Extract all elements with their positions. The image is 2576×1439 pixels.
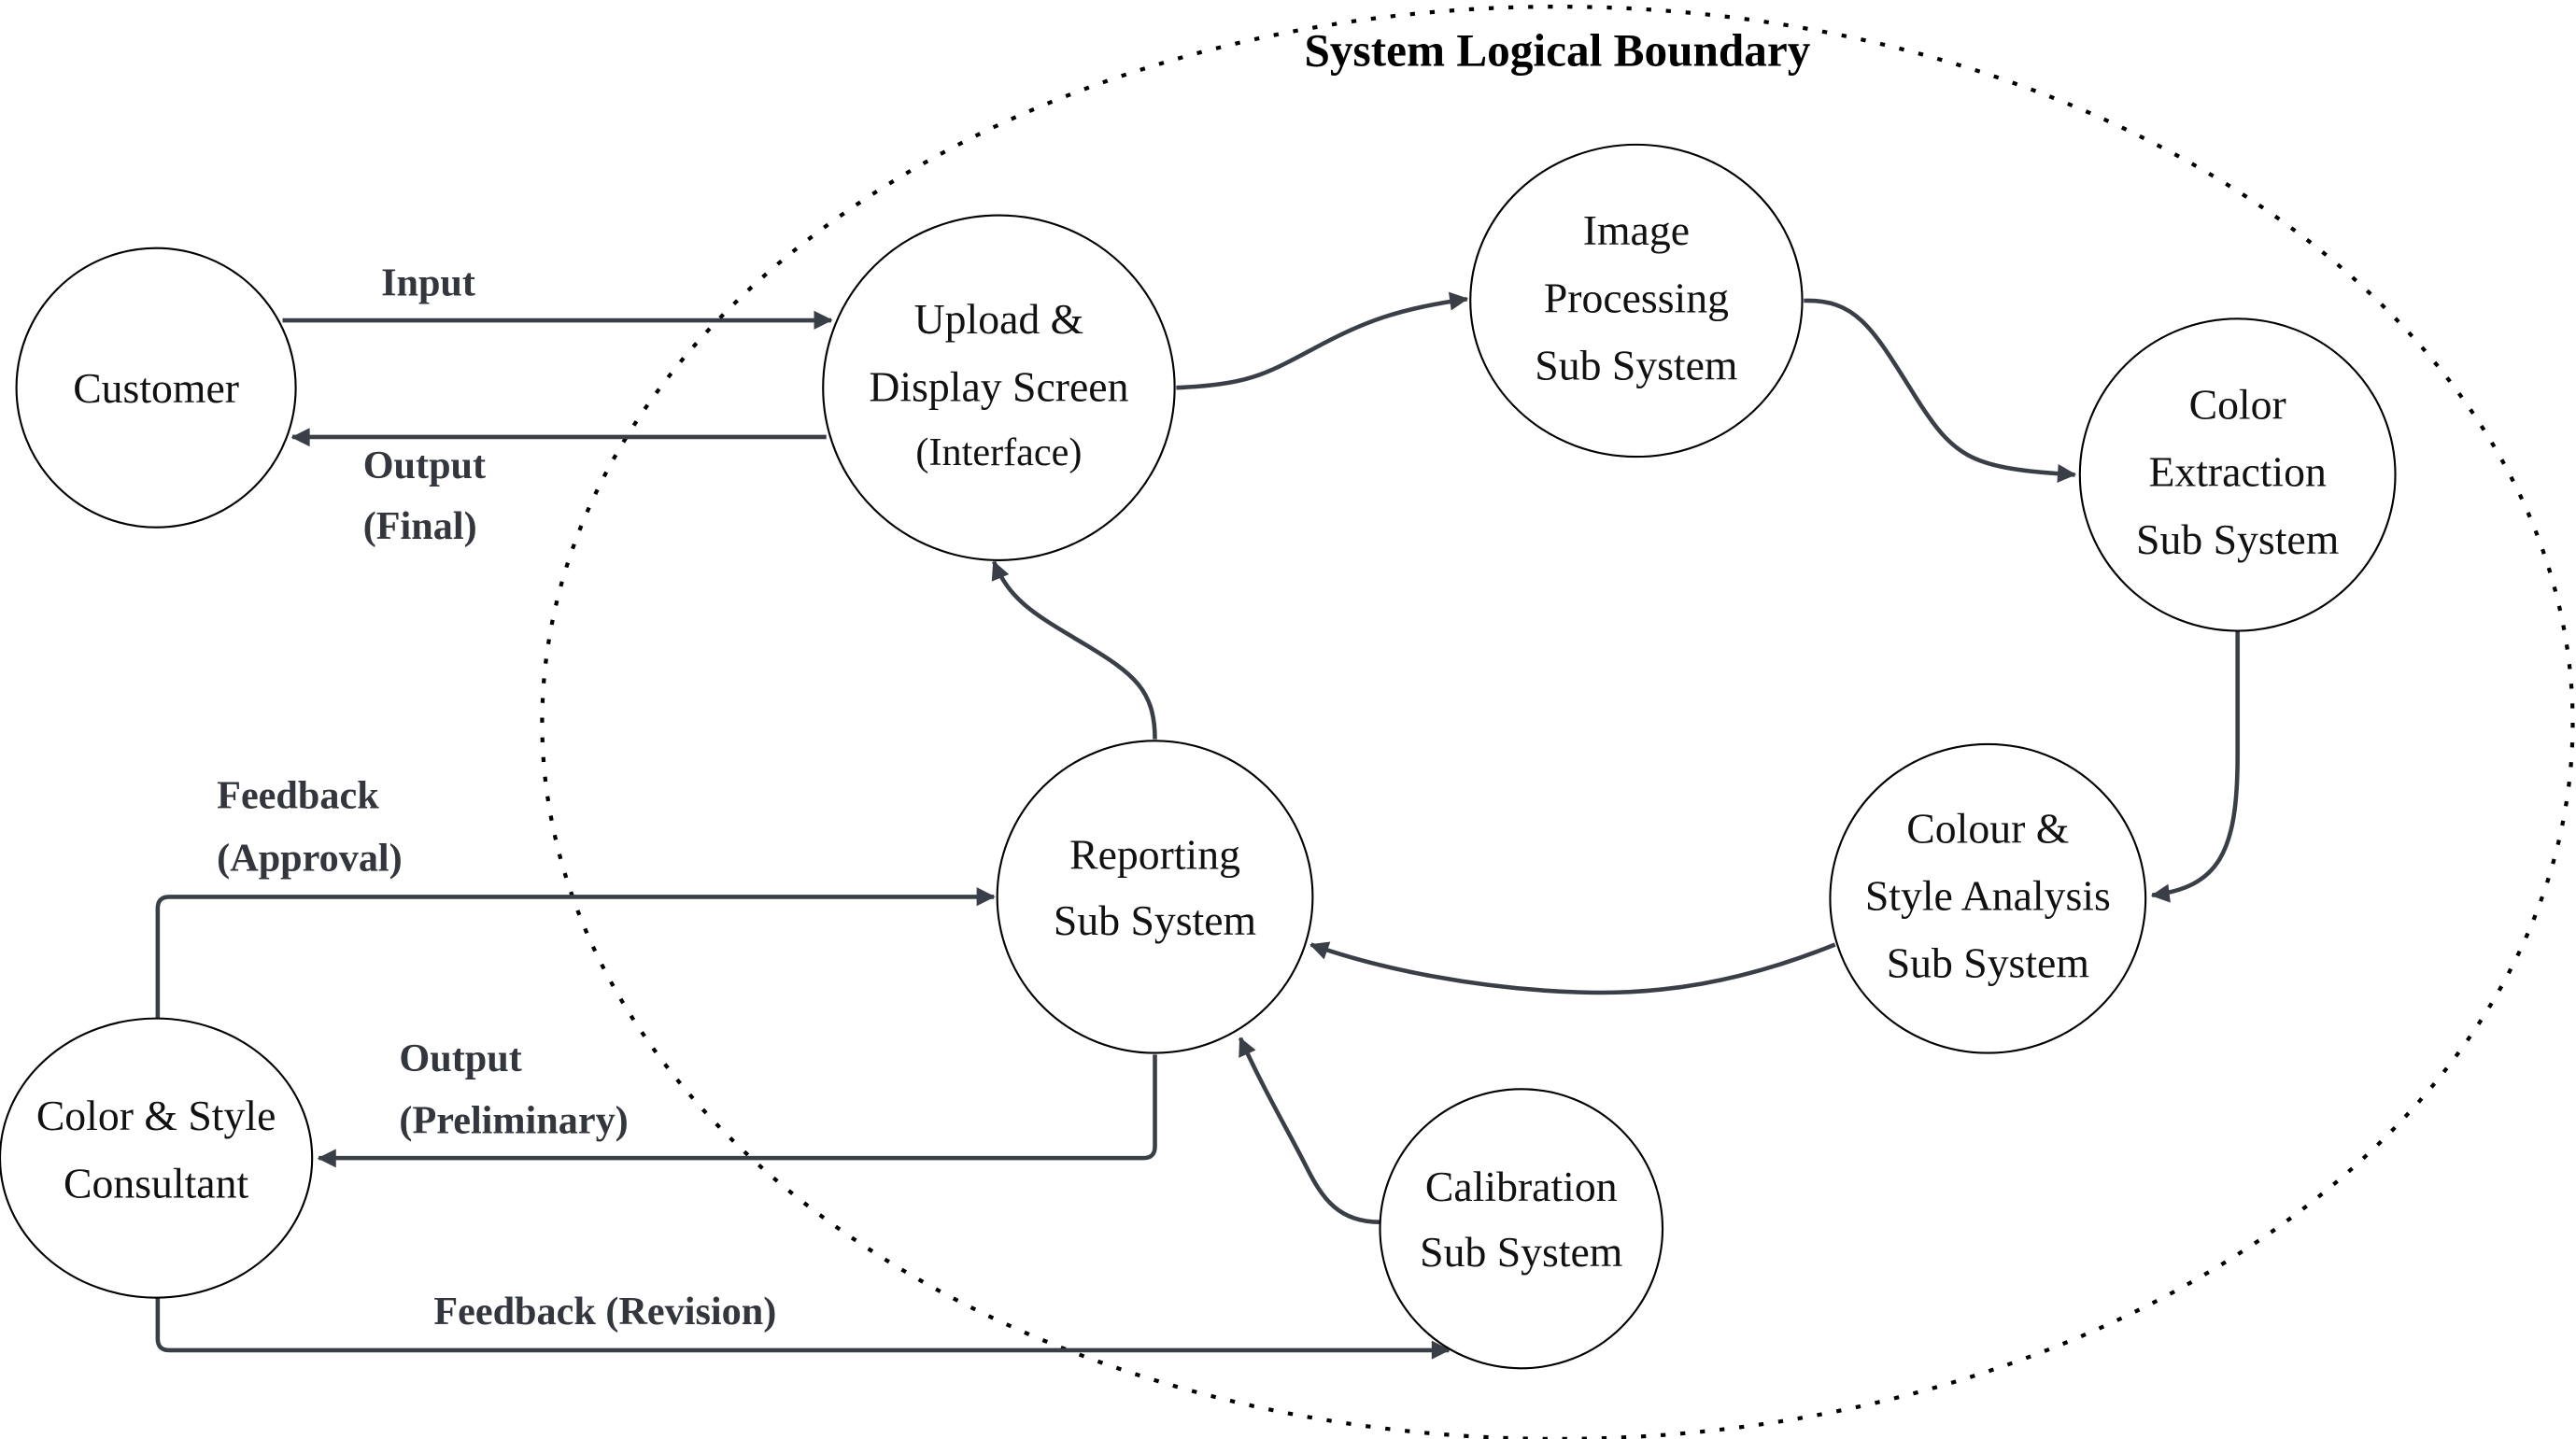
node-style-analysis-label-1: Colour & [1906, 804, 2069, 852]
node-calibration[interactable]: Calibration Sub System [1379, 1088, 1664, 1370]
node-color-extraction-label-1: Color [2189, 381, 2286, 429]
edge-label-feedback-approval-2: (Approval) [217, 836, 403, 880]
system-boundary [540, 5, 2575, 1439]
node-image-processing-label-3: Sub System [1535, 341, 1737, 388]
node-consultant-circle[interactable] [0, 1017, 314, 1299]
edge-output-preliminary[interactable] [317, 1054, 1157, 1168]
node-customer[interactable]: Customer [15, 247, 297, 529]
edge-reporting-to-upload[interactable] [991, 560, 1157, 740]
node-color-extraction-label-3: Sub System [2136, 515, 2339, 563]
node-consultant[interactable]: Color & Style Consultant [0, 1017, 314, 1299]
node-image-processing-label-2: Processing [1544, 274, 1729, 321]
node-upload-label-1: Upload & [914, 295, 1084, 343]
node-color-extraction[interactable]: Color Extraction Sub System [2078, 317, 2397, 632]
node-consultant-label-2: Consultant [64, 1159, 248, 1206]
edge-calibration-to-reporting[interactable] [1238, 1037, 1380, 1225]
edge-image-to-extraction[interactable] [1804, 298, 2077, 483]
node-upload-label-2: Display Screen [869, 362, 1128, 410]
node-image-processing-circle[interactable] [1469, 143, 1804, 459]
edge-label-output-preliminary-1: Output [399, 1037, 521, 1080]
node-upload-circle[interactable] [822, 214, 1176, 561]
system-boundary-title: System Logical Boundary [1305, 24, 1811, 76]
node-image-processing[interactable]: Image Processing Sub System [1469, 143, 1804, 459]
node-reporting-label-1: Reporting [1069, 831, 1240, 879]
node-reporting[interactable]: Reporting Sub System [996, 740, 1314, 1054]
node-calibration-label-1: Calibration [1425, 1163, 1618, 1210]
edge-feedback-revision[interactable] [155, 1297, 1451, 1360]
node-color-extraction-circle[interactable] [2078, 317, 2397, 632]
node-calibration-label-2: Sub System [1420, 1228, 1622, 1276]
node-upload-label-3: (Interface) [915, 430, 1082, 474]
edge-label-input: Input [381, 261, 475, 305]
node-reporting-label-2: Sub System [1054, 896, 1256, 944]
node-customer-label: Customer [73, 364, 239, 412]
edge-extraction-to-analysis[interactable] [2150, 630, 2240, 903]
edge-feedback-approval[interactable] [155, 887, 996, 1019]
node-color-extraction-label-2: Extraction [2148, 448, 2327, 496]
edge-analysis-to-reporting[interactable] [1309, 941, 1836, 995]
node-upload-display-screen[interactable]: Upload & Display Screen (Interface) [822, 214, 1176, 561]
edge-label-output-preliminary-2: (Preliminary) [399, 1099, 628, 1143]
edge-label-output-final-1: Output [363, 444, 486, 487]
node-style-analysis-label-3: Sub System [1887, 939, 2089, 987]
node-reporting-circle[interactable] [996, 740, 1314, 1054]
node-customer-circle[interactable] [15, 247, 297, 529]
edge-label-output-final-2: (Final) [363, 504, 477, 548]
edge-label-feedback-approval-1: Feedback [217, 773, 379, 817]
edge-upload-to-image[interactable] [1176, 291, 1469, 390]
node-consultant-label-1: Color & Style [36, 1092, 276, 1139]
node-image-processing-label-1: Image [1583, 206, 1690, 254]
node-style-analysis-circle[interactable] [1829, 742, 2147, 1054]
node-calibration-circle[interactable] [1379, 1088, 1664, 1370]
node-style-analysis[interactable]: Colour & Style Analysis Sub System [1829, 742, 2147, 1054]
edge-label-feedback-revision: Feedback (Revision) [433, 1290, 776, 1333]
node-style-analysis-label-2: Style Analysis [1865, 872, 2111, 920]
